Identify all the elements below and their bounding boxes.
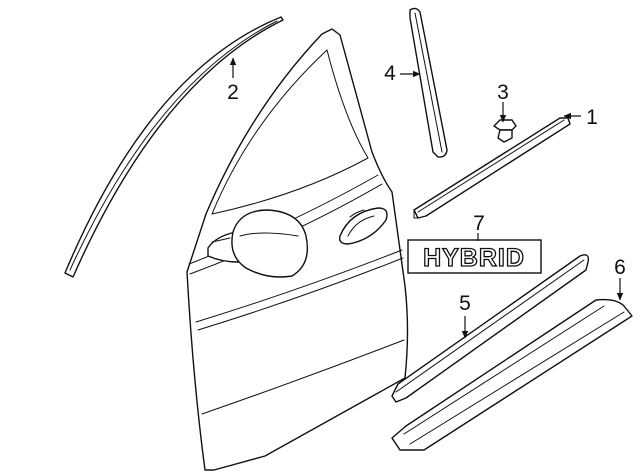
callout-5: 5 bbox=[459, 292, 471, 315]
callout-2: 2 bbox=[227, 81, 239, 104]
door-body-molding bbox=[391, 254, 590, 403]
belt-molding bbox=[413, 117, 571, 219]
callout-7: 7 bbox=[473, 212, 485, 235]
hybrid-emblem: HYBRID bbox=[407, 239, 542, 274]
clip bbox=[493, 119, 517, 143]
rocker-molding bbox=[391, 298, 633, 451]
callout-6: 6 bbox=[614, 256, 626, 279]
callout-3: 3 bbox=[497, 81, 509, 104]
callout-1: 1 bbox=[586, 106, 598, 129]
callout-4: 4 bbox=[384, 62, 396, 85]
pillar-applique bbox=[409, 7, 448, 158]
window-frame-molding bbox=[64, 16, 284, 278]
emblem-border bbox=[407, 239, 542, 274]
front-door bbox=[186, 28, 409, 471]
emblem-text: HYBRID bbox=[423, 244, 525, 272]
